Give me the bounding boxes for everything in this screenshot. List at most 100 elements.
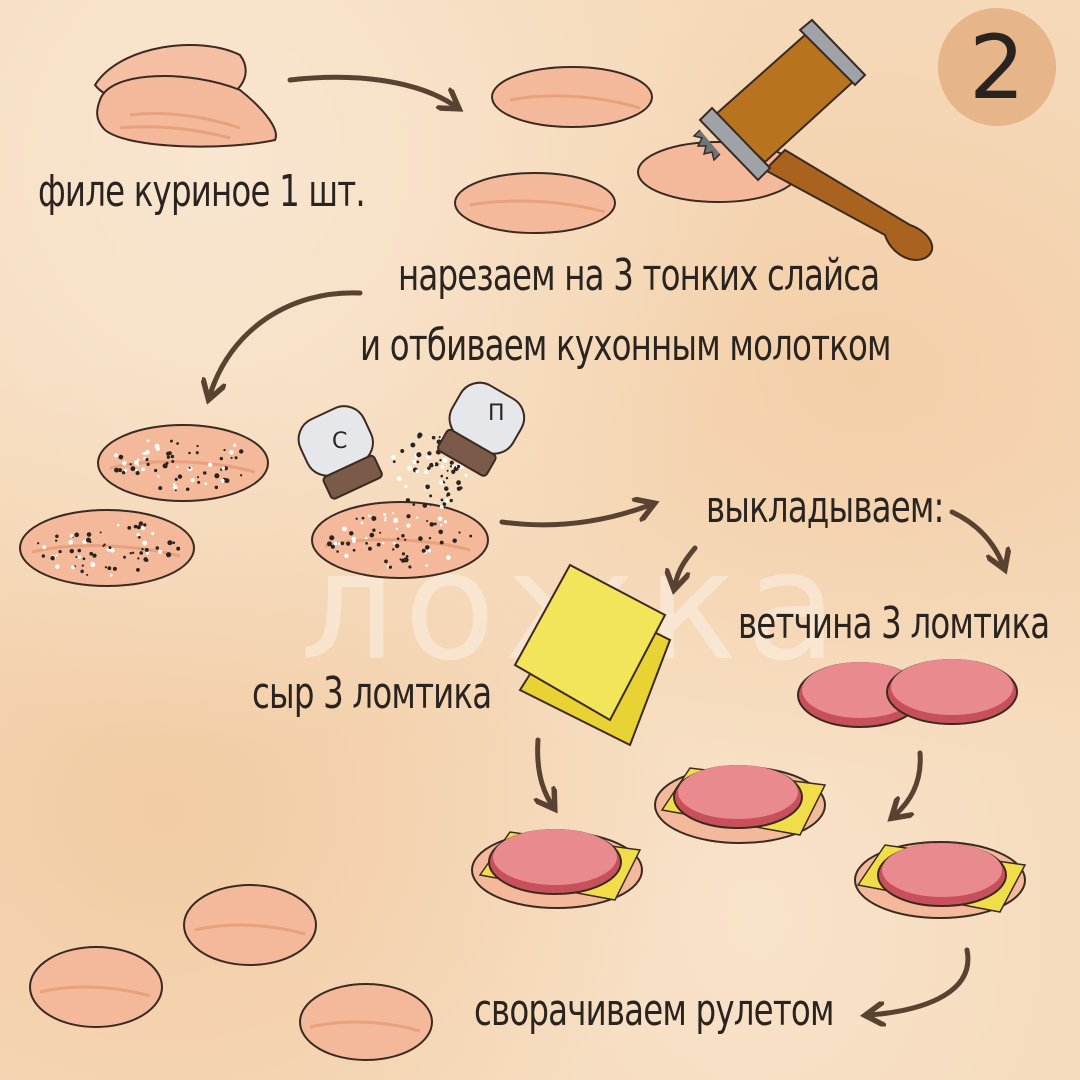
seasoning-speck — [449, 460, 454, 465]
seasoning-speck — [145, 458, 149, 462]
seasoning-speck — [403, 538, 407, 541]
seasoning-speck — [157, 475, 160, 478]
seasoning-speck — [367, 514, 371, 518]
seasoning-speck — [330, 544, 335, 549]
seasoning-speck — [437, 516, 443, 521]
seasoning-speck — [406, 514, 411, 519]
seasoning-speck — [214, 485, 219, 490]
seasoning-speck — [127, 525, 132, 530]
seasoning-speck — [154, 468, 158, 473]
seasoning-speck — [438, 529, 444, 535]
chicken-slice — [29, 946, 163, 1028]
seasoning-speck — [109, 573, 113, 577]
seasoning-speck — [92, 553, 97, 558]
assembled-slice — [854, 841, 1027, 919]
seasoning-speck — [230, 456, 233, 460]
seasoning-speck — [142, 540, 148, 546]
seasoning-speck — [396, 476, 402, 481]
seasoning-speck — [136, 533, 140, 537]
seasoning-speck — [392, 460, 396, 464]
seasoning-speck — [55, 534, 59, 539]
seasoning-speck — [143, 457, 146, 460]
seasoning-speck — [452, 538, 457, 543]
seasoning-speck — [333, 541, 338, 546]
seasoning-speck — [104, 566, 108, 569]
seasoning-speck — [360, 521, 364, 525]
seasoning-speck — [459, 486, 463, 490]
seasoning-speck — [379, 531, 382, 534]
pepper-shaker-icon — [437, 381, 526, 477]
arrow — [287, 74, 455, 106]
seasoning-speck — [456, 464, 461, 469]
seasoning-speck — [369, 532, 375, 538]
seasoning-speck — [90, 562, 96, 567]
seasoning-speck — [139, 551, 143, 555]
assembled-slice — [471, 829, 643, 909]
seasoning-speck — [460, 465, 465, 470]
seasoning-speck — [405, 498, 411, 503]
seasoning-speck — [391, 455, 396, 460]
seasoning-speck — [129, 551, 133, 555]
seasoning-speck — [130, 466, 136, 472]
seasoning-speck — [82, 557, 86, 561]
seasoning-speck — [416, 452, 422, 458]
seasoning-speck — [410, 442, 416, 448]
arrow — [210, 290, 363, 395]
seasoning-speck — [449, 498, 453, 503]
seasoning-speck — [103, 543, 106, 546]
seasoning-speck — [86, 532, 92, 537]
seasoning-speck — [89, 551, 94, 556]
seasoning-speck — [400, 449, 405, 453]
seasoning-speck — [442, 502, 447, 506]
seasoning-speck — [137, 458, 140, 461]
seasoning-speck — [401, 552, 406, 556]
seasoning-speck — [78, 555, 82, 559]
seasoning-speck — [446, 494, 449, 497]
seasoning-speck — [55, 564, 60, 569]
seasoning-speck — [458, 531, 461, 534]
label-ham: ветчина 3 ломтика — [738, 598, 1050, 649]
seasoning-speck — [439, 540, 444, 545]
seasoning-speck — [68, 539, 74, 545]
seasoning-speck — [196, 444, 199, 448]
arrow — [895, 750, 923, 815]
seasoning-speck — [135, 468, 138, 472]
seasoning-speck — [416, 460, 420, 464]
arrow — [870, 947, 971, 1015]
seasoning-speck — [469, 534, 473, 538]
seasoning-speck — [329, 535, 335, 541]
seasoning-speck — [434, 462, 439, 467]
seasoning-speck — [415, 516, 419, 519]
seasoning-speck — [444, 498, 449, 504]
seasoning-speck — [365, 537, 368, 540]
seasoning-speck — [223, 448, 226, 452]
chicken-slice — [183, 884, 317, 966]
seasoning-speck — [99, 531, 102, 534]
seasoning-speck — [155, 446, 160, 451]
seasoning-speck — [238, 449, 244, 454]
seasoning-speck — [352, 548, 356, 552]
seasoning-speck — [401, 534, 405, 538]
seasoning-speck — [442, 481, 446, 484]
seasoning-speck — [151, 531, 155, 536]
seasoning-speck — [177, 474, 183, 479]
seasoning-speck — [188, 451, 191, 455]
seasoning-speck — [69, 534, 74, 538]
seasoning-speck — [69, 548, 75, 554]
seasoning-speck — [204, 482, 208, 486]
seasoning-speck — [208, 462, 213, 467]
ham-slices-icon — [797, 659, 1018, 728]
seasoning-speck — [418, 536, 423, 541]
seasoning-speck — [368, 546, 372, 551]
seasoning-speck — [424, 469, 428, 472]
seasoning-speck — [342, 526, 347, 532]
seasoning-speck — [404, 485, 408, 489]
seasoning-speck — [138, 521, 144, 526]
seasoning-speck — [440, 474, 444, 478]
seasoning-speck — [116, 523, 120, 527]
seasoning-speck — [203, 471, 207, 475]
seasoning-speck — [439, 504, 444, 509]
seasoning-speck — [110, 548, 115, 553]
